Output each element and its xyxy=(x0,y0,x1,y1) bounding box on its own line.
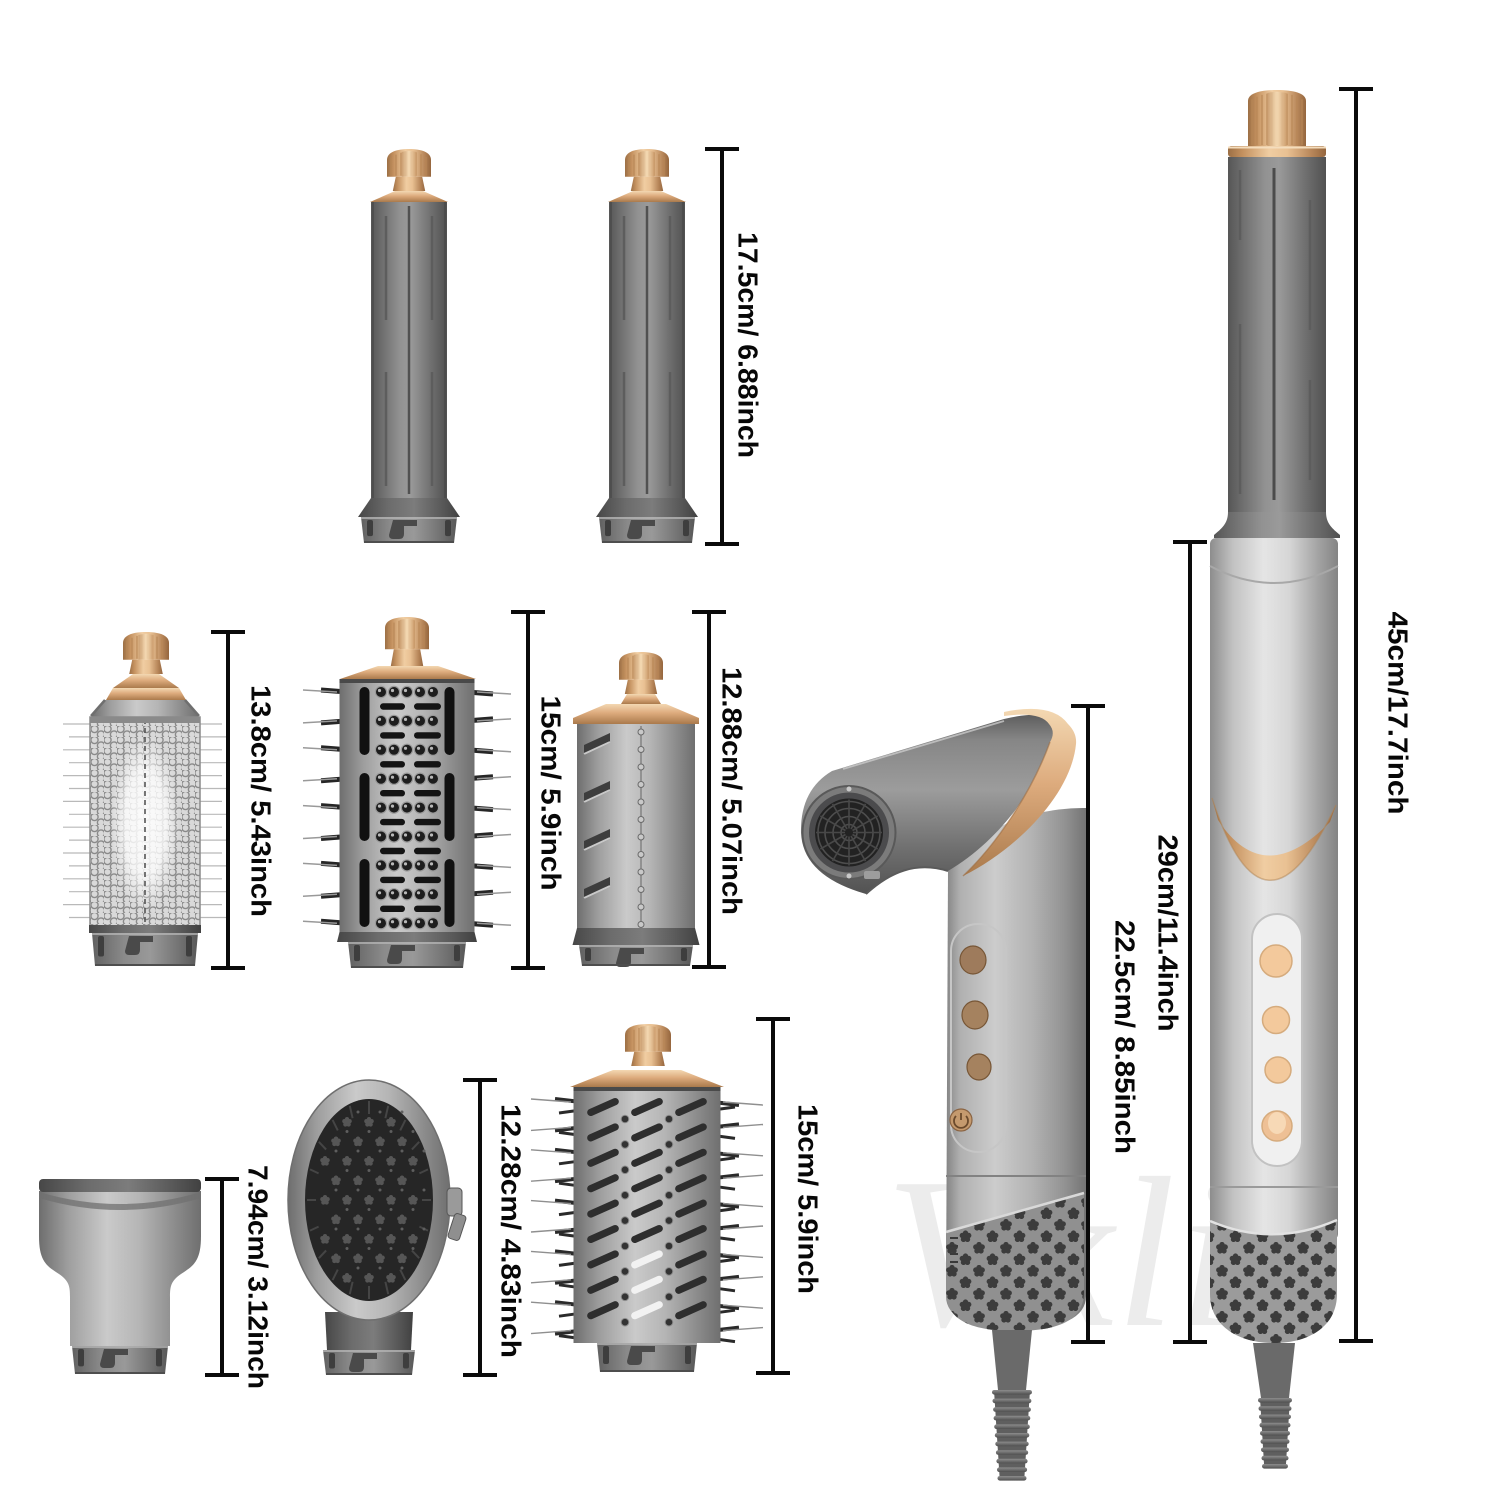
svg-text:29cm/11.4inch: 29cm/11.4inch xyxy=(1153,835,1184,1032)
svg-text:7.94cm/ 3.12inch: 7.94cm/ 3.12inch xyxy=(243,1165,274,1389)
svg-text:15cm/ 5.9inch: 15cm/ 5.9inch xyxy=(536,696,567,891)
svg-text:12.28cm/ 4.83inch: 12.28cm/ 4.83inch xyxy=(496,1104,527,1358)
svg-text:22.5cm/ 8.85inch: 22.5cm/ 8.85inch xyxy=(1110,920,1141,1154)
svg-text:13.8cm/ 5.43inch: 13.8cm/ 5.43inch xyxy=(246,685,277,917)
svg-text:12.88cm/ 5.07inch: 12.88cm/ 5.07inch xyxy=(717,667,748,915)
svg-text:15cm/ 5.9inch: 15cm/ 5.9inch xyxy=(793,1104,824,1294)
svg-text:45cm/17.7inch: 45cm/17.7inch xyxy=(1383,612,1414,815)
svg-text:17.5cm/ 6.88inch: 17.5cm/ 6.88inch xyxy=(733,232,764,458)
